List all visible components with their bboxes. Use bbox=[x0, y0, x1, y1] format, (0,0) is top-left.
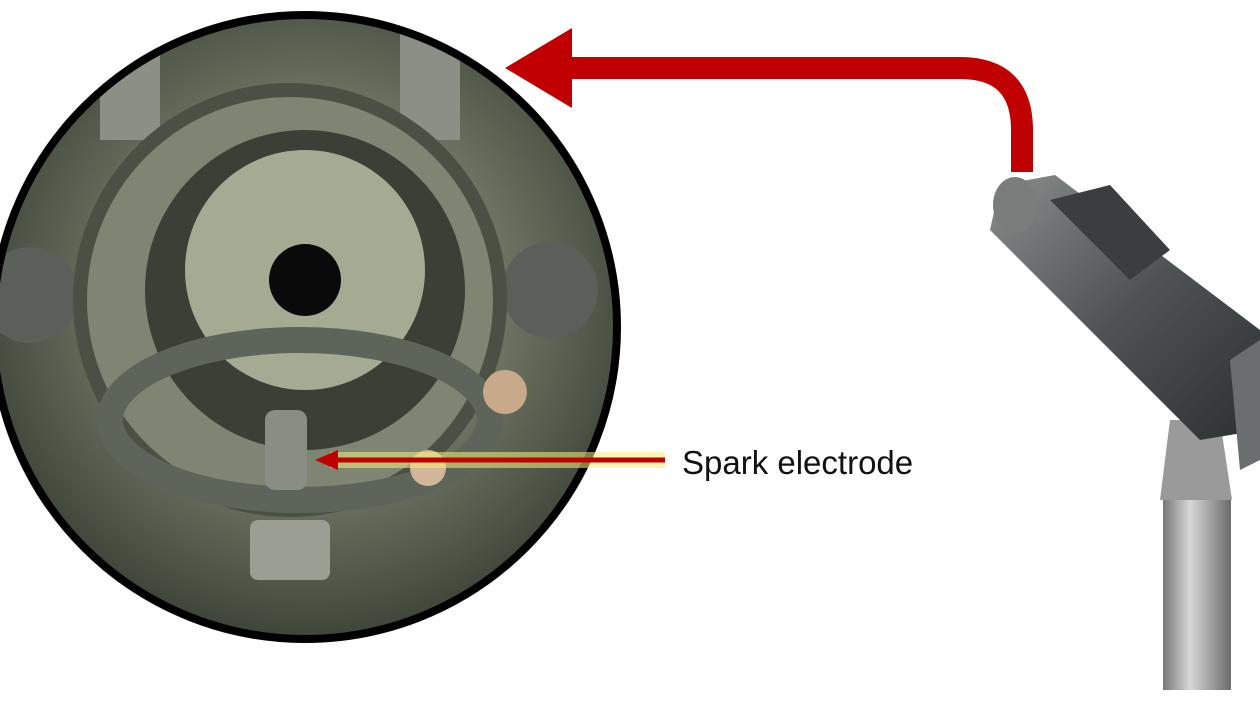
spark-electrode-label: Spark electrode bbox=[682, 444, 914, 481]
torch-photo bbox=[990, 175, 1260, 690]
photo-border bbox=[0, 11, 621, 643]
pointer-arrow-icon bbox=[315, 450, 665, 470]
curved-arrow-left-icon bbox=[505, 28, 1033, 172]
burner-closeup-photo bbox=[0, 15, 617, 639]
